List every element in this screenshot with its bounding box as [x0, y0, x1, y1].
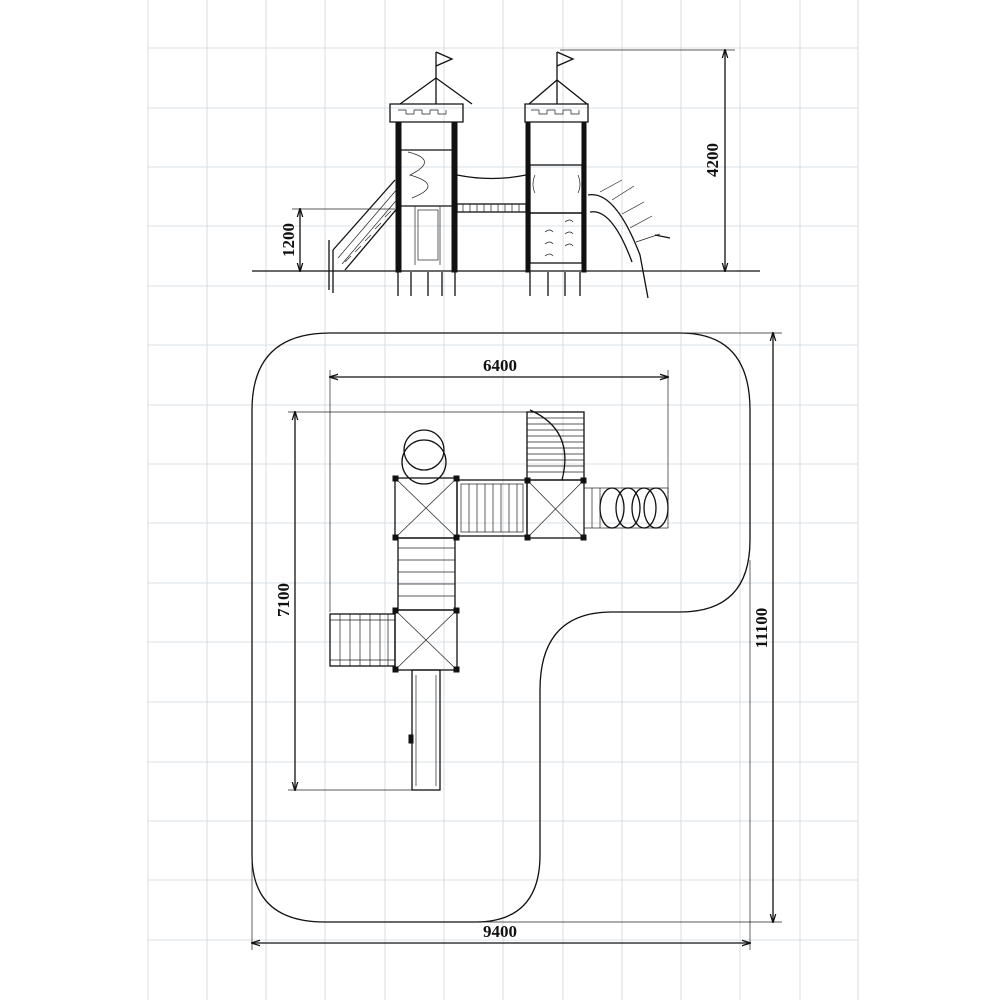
- dim-label-4200: 4200: [703, 143, 722, 177]
- platform-height-dimension: 1200: [279, 209, 395, 271]
- plan-view: 9400 11100 6400 7100: [252, 333, 782, 950]
- plan-tower-top-right: [524, 409, 587, 541]
- plan-tower-bottom: [392, 607, 460, 673]
- dim-label-9400: 9400: [483, 922, 517, 941]
- elevation-view: 4200 1200: [252, 50, 760, 299]
- dim-label-11100: 11100: [752, 608, 771, 649]
- left-tower: [389, 51, 473, 296]
- background-grid: [147, 0, 859, 1000]
- dim-label-7100: 7100: [274, 583, 293, 617]
- right-tower: [524, 51, 589, 296]
- equipment-width-dimension: 6400: [330, 356, 668, 612]
- elevation-bridge: [456, 174, 527, 213]
- dim-label-1200: 1200: [279, 223, 298, 257]
- safety-zone-outline: [251, 332, 751, 923]
- height-dimension: 4200: [560, 50, 735, 271]
- plan-bridge: [456, 479, 528, 537]
- plan-ring-ladder: [583, 487, 669, 529]
- equipment-depth-dimension: 7100: [274, 412, 540, 790]
- plan-tower-top-left: [392, 429, 460, 541]
- overall-depth-dimension: 11100: [475, 333, 782, 922]
- plan-stairs: [329, 613, 396, 667]
- plan-walkway: [397, 537, 456, 611]
- left-tower-post: [395, 121, 402, 273]
- dim-label-6400: 6400: [483, 356, 517, 375]
- overall-width-dimension: 9400: [252, 560, 750, 950]
- elevation-staircase: [328, 179, 401, 293]
- plan-slide: [408, 669, 441, 791]
- elevation-arch-ladder: [587, 179, 671, 299]
